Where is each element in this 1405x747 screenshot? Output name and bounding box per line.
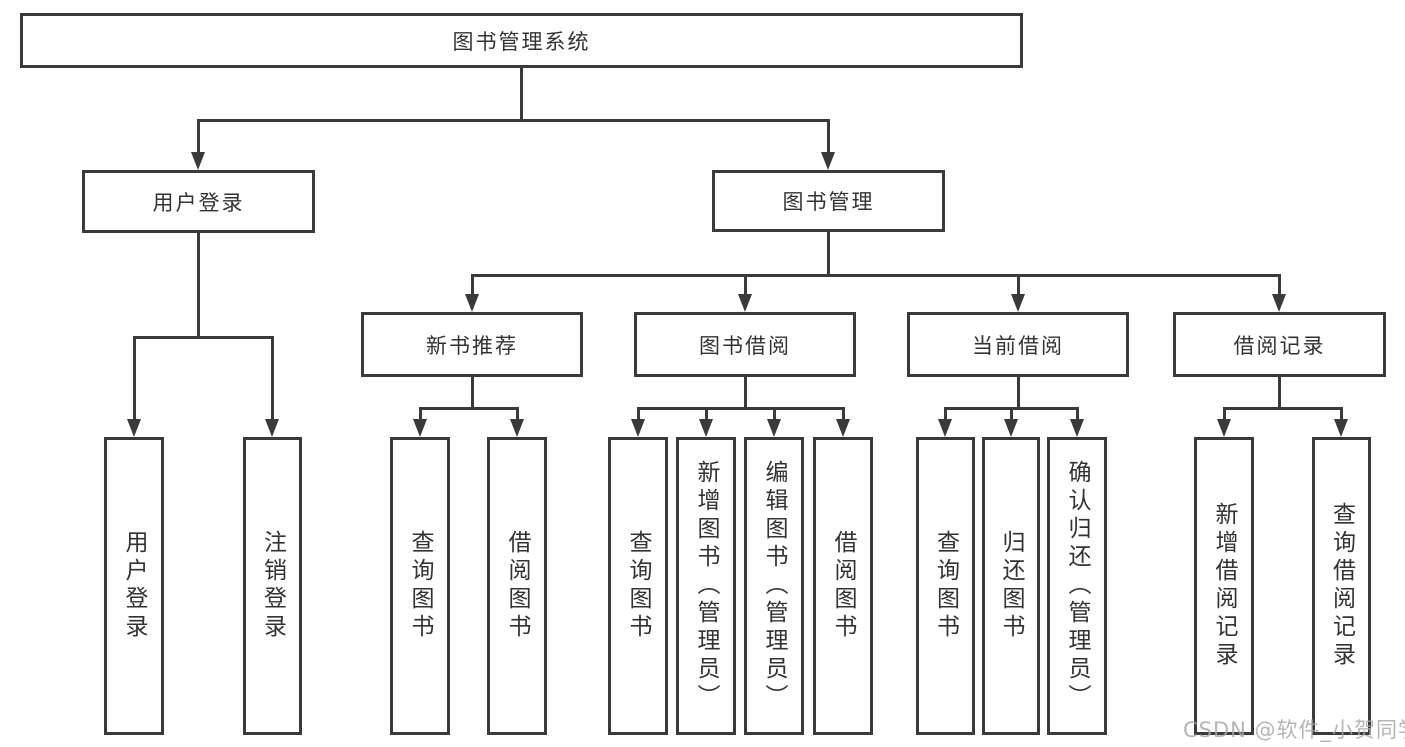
arrowhead — [738, 294, 752, 312]
connector-line — [1010, 407, 1013, 421]
arrowhead — [767, 419, 781, 437]
arrowhead — [938, 419, 952, 437]
connector-line — [471, 274, 1281, 277]
connector-line — [637, 407, 845, 410]
connector-line — [419, 407, 519, 410]
node-borrow-records: 借阅记录 — [1173, 312, 1386, 377]
connector-line — [271, 336, 274, 419]
arrowhead — [1334, 419, 1348, 437]
connector-line — [744, 377, 747, 407]
arrowhead — [1070, 419, 1084, 437]
arrowhead — [1272, 294, 1286, 312]
node-current-borrow: 当前借阅 — [907, 312, 1129, 377]
connector-line — [1278, 377, 1281, 407]
leaf-confirm-return-admin: 确认归还（管理员） — [1047, 437, 1107, 735]
leaf-add-books-admin: 新增图书（管理员） — [676, 437, 736, 735]
arrowhead — [265, 419, 279, 437]
connector-line — [471, 377, 474, 407]
arrowhead — [413, 419, 427, 437]
arrowhead — [631, 419, 645, 437]
leaf-borrow-books: 借阅图书 — [813, 437, 873, 735]
node-new-book-recommend: 新书推荐 — [361, 312, 583, 377]
node-library-system: 图书管理系统 — [20, 13, 1023, 68]
arrowhead — [1217, 419, 1231, 437]
connector-line — [827, 232, 830, 274]
leaf-return-books: 归还图书 — [982, 437, 1040, 735]
leaf-query-books-recommend: 查询图书 — [390, 437, 450, 735]
connector-line — [197, 119, 830, 122]
connector-line — [1278, 274, 1281, 296]
arrowhead — [510, 419, 524, 437]
connector-line — [1076, 407, 1079, 421]
connector-line — [944, 407, 947, 421]
arrowhead — [1011, 294, 1025, 312]
connector-line — [419, 407, 422, 421]
arrowhead — [836, 419, 850, 437]
connector-line — [1017, 377, 1020, 407]
arrowhead — [821, 152, 835, 170]
node-book-borrow: 图书借阅 — [634, 312, 856, 377]
arrowhead — [465, 294, 479, 312]
connector-line — [842, 407, 845, 421]
leaf-query-books-current: 查询图书 — [916, 437, 975, 735]
connector-line — [827, 119, 830, 154]
leaf-user-login: 用户登录 — [104, 437, 164, 735]
connector-line — [133, 336, 274, 339]
leaf-query-books-borrow: 查询图书 — [608, 437, 668, 735]
connector-line — [520, 68, 523, 119]
leaf-borrow-books-recommend: 借阅图书 — [487, 437, 547, 735]
connector-line — [197, 233, 200, 336]
csdn-watermark: CSDN @软件_小贺同学 — [1183, 718, 1405, 742]
node-user-login-branch: 用户登录 — [82, 170, 315, 233]
connector-line — [637, 407, 640, 421]
leaf-add-borrow-record: 新增借阅记录 — [1194, 437, 1254, 735]
leaf-edit-books-admin: 编辑图书（管理员） — [744, 437, 804, 735]
arrowhead — [127, 419, 141, 437]
leaf-logout: 注销登录 — [243, 437, 302, 735]
arrowhead — [191, 152, 205, 170]
node-book-management: 图书管理 — [712, 170, 945, 232]
connector-line — [1223, 407, 1226, 421]
arrowhead — [1004, 419, 1018, 437]
connector-line — [197, 119, 200, 154]
connector-line — [133, 336, 136, 419]
connector-line — [516, 407, 519, 421]
connector-line — [1223, 407, 1343, 410]
connector-line — [471, 274, 474, 296]
connector-line — [773, 407, 776, 421]
connector-line — [705, 407, 708, 421]
arrowhead — [699, 419, 713, 437]
leaf-query-borrow-record: 查询借阅记录 — [1312, 437, 1371, 735]
connector-line — [1340, 407, 1343, 421]
connector-line — [1017, 274, 1020, 296]
connector-line — [744, 274, 747, 296]
